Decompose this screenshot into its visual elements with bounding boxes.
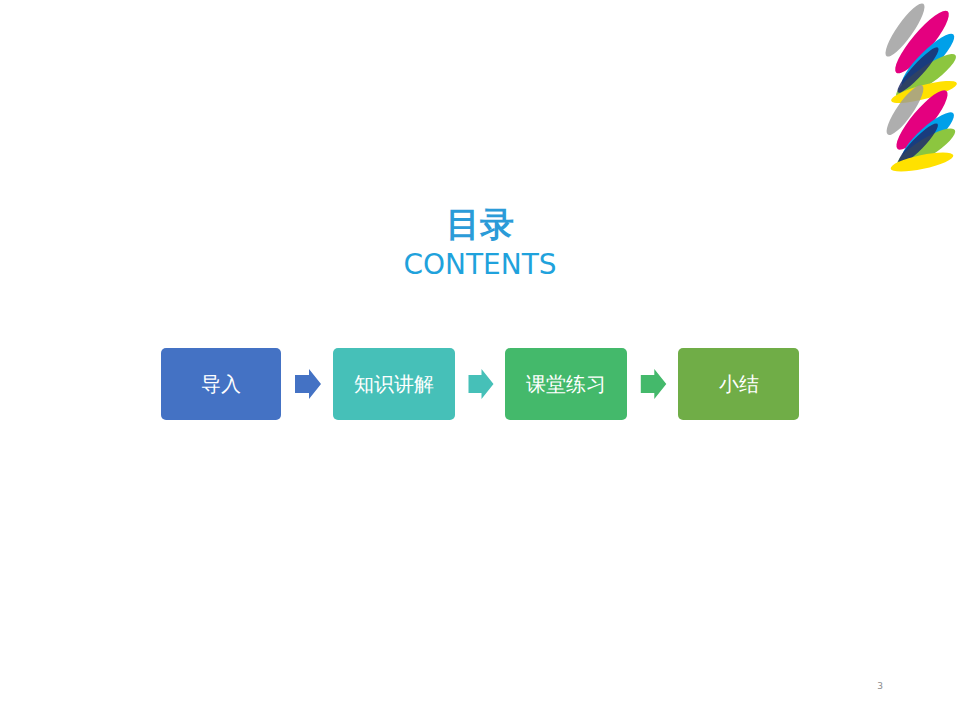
step-box: 知识讲解 xyxy=(333,348,455,420)
feather-cluster xyxy=(881,81,959,176)
step-box: 课堂练习 xyxy=(505,348,627,420)
page-number: 3 xyxy=(860,680,900,692)
title: 目录 xyxy=(0,202,960,246)
step-box: 小结 xyxy=(678,348,799,420)
block-arrow xyxy=(469,369,494,399)
step-label: 知识讲解 xyxy=(354,371,434,397)
step-label: 课堂练习 xyxy=(526,371,606,397)
step-box: 导入 xyxy=(161,348,281,420)
block-arrow xyxy=(641,369,667,399)
block-arrow xyxy=(295,369,321,399)
step-label: 小结 xyxy=(719,371,759,397)
step-label: 导入 xyxy=(201,371,241,397)
subtitle: CONTENTS xyxy=(0,248,960,282)
